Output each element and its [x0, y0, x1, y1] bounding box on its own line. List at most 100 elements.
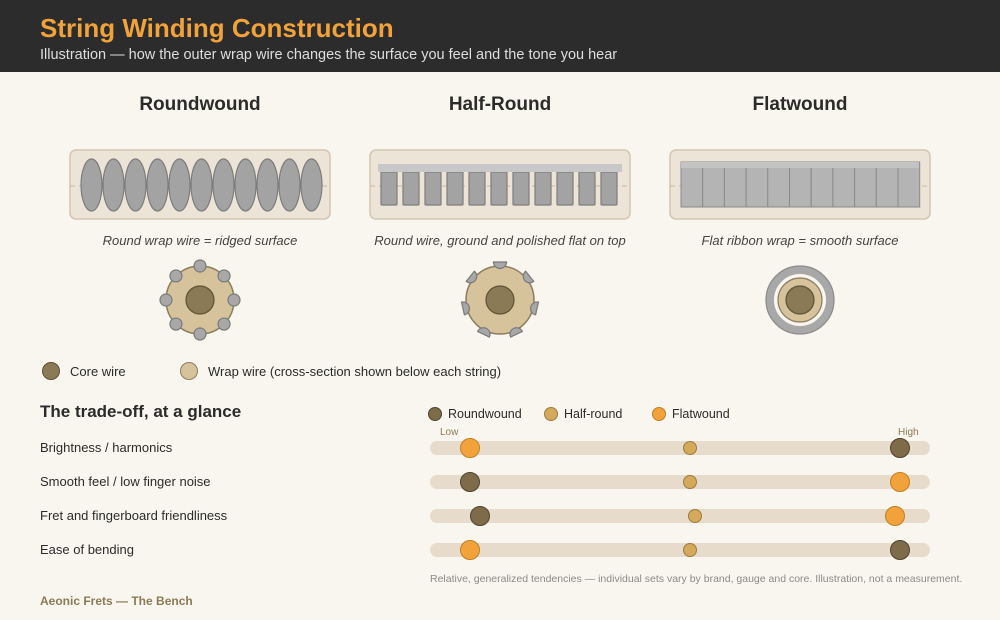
- tradeoff-track: [430, 475, 930, 489]
- page-title: String Winding Construction: [40, 13, 394, 43]
- marker-flatwound: [460, 540, 480, 560]
- wrap-coil: [512, 171, 530, 206]
- flatwound-caption: Flat ribbon wrap = smooth surface: [701, 233, 899, 248]
- marker-roundwound: [470, 506, 490, 526]
- wrap-coil: [468, 171, 486, 206]
- wrap-wire-section: [169, 269, 183, 283]
- legend-core: Core wire: [42, 360, 126, 382]
- flatwound-swatch-icon: [652, 407, 666, 421]
- wrap-coil: [556, 171, 574, 206]
- wrap-ribbon: [897, 161, 921, 208]
- wrap-ribbon: [745, 161, 769, 208]
- wrap-wire-section: [193, 327, 207, 341]
- wrap-wire-section: [522, 270, 535, 284]
- halfround-title: Half-Round: [448, 94, 552, 115]
- wrap-wire-section: [169, 317, 183, 331]
- wrap-wire-section: [529, 301, 540, 316]
- series-legend-label: Half-round: [564, 407, 623, 421]
- wrap-ribbon: [875, 161, 899, 208]
- wrap-wire-section: [465, 270, 478, 284]
- wrap-wire-section: [217, 317, 231, 331]
- axis-low-label: Low: [440, 427, 459, 438]
- wrap-wire-section: [159, 293, 173, 307]
- wrap-ribbon: [767, 161, 790, 208]
- roundwound-string-side-view: [69, 149, 331, 220]
- tradeoff-row-label: Fret and fingerboard friendliness: [40, 508, 228, 523]
- legend-wrap-label: Wrap wire (cross-section shown below eac…: [208, 363, 502, 379]
- wrap-coil: [490, 171, 508, 206]
- page-subtitle: Illustration — how the outer wrap wire c…: [40, 47, 618, 63]
- wrap-coil: [80, 158, 103, 212]
- wrap-ribbon: [832, 161, 856, 208]
- wrap-wire-section: [227, 293, 241, 307]
- wrap-coil: [424, 171, 442, 206]
- wrap-coil: [256, 158, 279, 212]
- wrap-wire-section: [509, 327, 524, 338]
- wrap-ribbon: [810, 161, 834, 208]
- wrap-coil: [534, 171, 552, 206]
- wrap-coil: [578, 171, 596, 206]
- series-legend-flatwound: Flatwound: [652, 405, 730, 423]
- tradeoff-row-label: Ease of bending: [40, 542, 134, 557]
- wrap-coil: [380, 171, 398, 206]
- halfround-caption: Round wire, ground and polished flat on …: [374, 233, 626, 248]
- axis-high-label: High: [898, 427, 919, 438]
- halfround-cross-section: [460, 261, 540, 338]
- tradeoff-track: [430, 509, 930, 523]
- marker-halfround: [683, 475, 697, 489]
- wrap-swatch-icon: [180, 362, 198, 380]
- roundwound-cross-section: [159, 259, 241, 341]
- wrap-ribbon: [789, 161, 812, 208]
- marker-flatwound: [460, 438, 480, 458]
- series-legend-label: Flatwound: [672, 407, 730, 421]
- tradeoff-title: The trade-off, at a glance: [40, 402, 242, 421]
- marker-flatwound: [885, 506, 905, 526]
- wrap-ribbon: [680, 161, 704, 208]
- roundwound-caption: Round wrap wire = ridged surface: [102, 233, 298, 248]
- wrap-wire-section: [217, 269, 231, 283]
- wrap-coil: [102, 158, 125, 212]
- flatwound-title: Flatwound: [752, 94, 848, 115]
- flatwound-cross-section: [765, 265, 835, 335]
- wrap-coil: [300, 158, 323, 212]
- series-legend-roundwound: Roundwound: [428, 405, 522, 423]
- marker-roundwound: [460, 472, 480, 492]
- wrap-coil: [190, 158, 213, 212]
- legend-core-label: Core wire: [70, 363, 126, 379]
- wrap-coil: [212, 158, 235, 212]
- tradeoff-track: [430, 543, 930, 557]
- wrap-coil: [168, 158, 191, 212]
- roundwound-swatch-icon: [428, 407, 442, 421]
- marker-halfround: [683, 543, 697, 557]
- flatwound-string-side-view: [669, 149, 931, 220]
- legend-wrap: Wrap wire (cross-section shown below eac…: [180, 360, 501, 382]
- wrap-coil: [234, 158, 257, 212]
- brand-footer: Aeonic Frets — The Bench: [40, 594, 193, 608]
- tradeoff-row-label: Brightness / harmonics: [40, 440, 173, 455]
- marker-halfround: [688, 509, 702, 523]
- wrap-coil: [146, 158, 169, 212]
- wrap-coil: [124, 158, 147, 212]
- series-legend-label: Roundwound: [448, 407, 522, 421]
- wrap-wire-section: [476, 327, 491, 338]
- wrap-coil: [278, 158, 301, 212]
- marker-roundwound: [890, 540, 910, 560]
- wrap-wire-section: [492, 261, 508, 270]
- series-legend-halfround: Half-round: [544, 405, 622, 423]
- footnote: Relative, generalized tendencies — indiv…: [430, 573, 963, 585]
- halfround-string-side-view: [369, 149, 631, 220]
- tradeoff-track: [430, 441, 930, 455]
- marker-flatwound: [890, 472, 910, 492]
- wrap-ribbon: [723, 161, 747, 208]
- marker-halfround: [683, 441, 697, 455]
- wrap-ribbon: [702, 161, 725, 208]
- wrap-wire-section: [460, 301, 471, 316]
- halfround-swatch-icon: [544, 407, 558, 421]
- marker-roundwound: [890, 438, 910, 458]
- wrap-ribbon: [854, 161, 877, 208]
- wrap-coil: [402, 171, 420, 206]
- tradeoff-row-label: Smooth feel / low finger noise: [40, 474, 211, 489]
- core-swatch-icon: [42, 362, 60, 380]
- wrap-wire-section: [193, 259, 207, 273]
